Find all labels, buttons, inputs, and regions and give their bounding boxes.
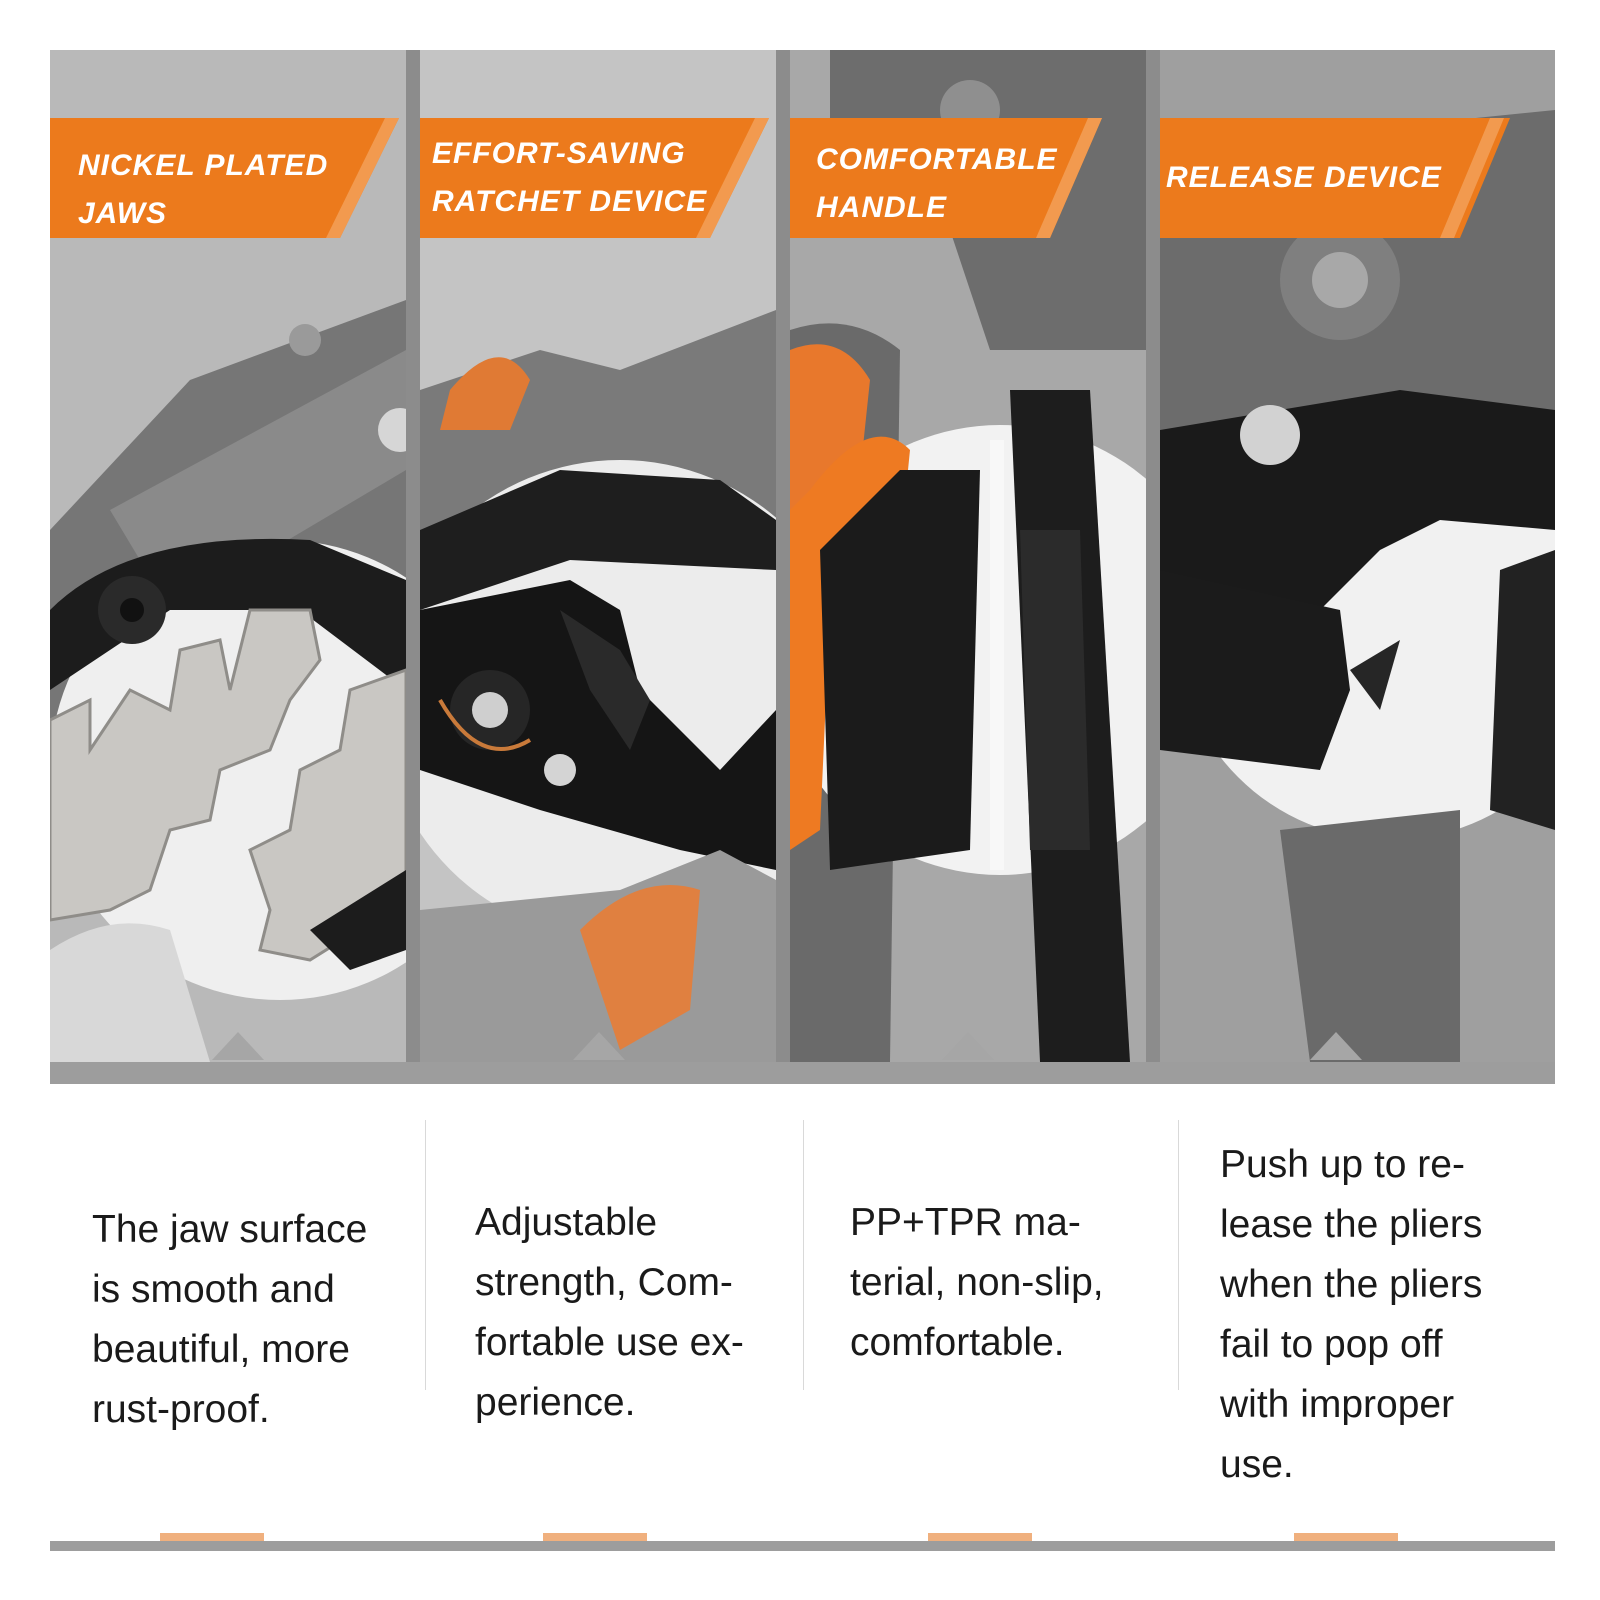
description-line: beautiful, more	[92, 1328, 350, 1371]
description-line: Adjustable	[475, 1201, 658, 1244]
panel-divider	[1146, 50, 1160, 1062]
description-line: with improper	[1220, 1383, 1455, 1426]
description-line: is smooth and	[92, 1268, 335, 1311]
description-line: The jaw surface	[92, 1208, 368, 1251]
banner-line: NICKEL PLATED	[78, 149, 329, 182]
feature-panel-ratchet: EFFORT-SAVING RATCHET DEVICE	[420, 50, 776, 1062]
description-line: comfortable.	[850, 1321, 1065, 1364]
panel-pointer	[942, 1032, 994, 1060]
panel-pointer	[1310, 1032, 1362, 1060]
banner-line: COMFORTABLE	[816, 143, 1058, 176]
feature-description-handle: PP+TPR ma- terial, non-slip, comfortable…	[850, 1193, 1104, 1373]
top-separator-bar	[50, 1062, 1555, 1084]
banner-text: RELEASE DEVICE	[1166, 154, 1442, 202]
banner-line: JAWS	[78, 197, 168, 230]
panel-divider	[776, 50, 790, 1062]
feature-panel-jaws: NICKEL PLATED JAWS	[50, 50, 406, 1062]
description-line: use.	[1220, 1443, 1294, 1486]
feature-description-release: Push up to re- lease the pliers when the…	[1220, 1135, 1482, 1495]
banner-shape	[50, 118, 399, 238]
banner-line: RELEASE DEVICE	[1166, 161, 1442, 194]
description-line: terial, non-slip,	[850, 1261, 1104, 1304]
accent-tab	[928, 1533, 1032, 1541]
description-line: Push up to re-	[1220, 1143, 1465, 1186]
banner-text: NICKEL PLATED JAWS	[78, 142, 328, 238]
feature-panel-release: RELEASE DEVICE	[1160, 50, 1555, 1062]
panel-divider	[406, 50, 420, 1062]
feature-description-jaws: The jaw surface is smooth and beautiful,…	[92, 1200, 367, 1440]
accent-tab	[160, 1533, 264, 1541]
description-line: perience.	[475, 1381, 636, 1424]
banner-text: EFFORT-SAVING RATCHET DEVICE	[432, 130, 707, 226]
banner-shape	[790, 118, 1102, 238]
bottom-separator-bar	[50, 1541, 1555, 1551]
banner-text: COMFORTABLE HANDLE	[816, 136, 1058, 232]
banner-shape	[1160, 118, 1510, 238]
panel-pointer	[573, 1032, 625, 1060]
banner-shape	[420, 118, 769, 238]
description-line: strength, Com-	[475, 1261, 733, 1304]
feature-banner: NICKEL PLATED JAWS	[50, 118, 406, 238]
feature-panel-handle: COMFORTABLE HANDLE	[790, 50, 1146, 1062]
banner-line: RATCHET DEVICE	[432, 185, 708, 218]
panel-pointer	[212, 1032, 264, 1060]
description-line: fortable use ex-	[475, 1321, 744, 1364]
banner-line: HANDLE	[816, 191, 947, 224]
accent-tab	[1294, 1533, 1398, 1541]
description-line: fail to pop off	[1220, 1323, 1443, 1366]
accent-tab	[543, 1533, 647, 1541]
feature-banner: EFFORT-SAVING RATCHET DEVICE	[420, 118, 776, 238]
description-line: when the pliers	[1220, 1263, 1483, 1306]
feature-banner: COMFORTABLE HANDLE	[790, 118, 1146, 238]
banner-line: EFFORT-SAVING	[432, 137, 686, 170]
description-line: rust-proof.	[92, 1388, 270, 1431]
column-divider	[1178, 1120, 1179, 1390]
description-line: PP+TPR ma-	[850, 1201, 1081, 1244]
feature-description-ratchet: Adjustable strength, Com- fortable use e…	[475, 1193, 744, 1433]
column-divider	[803, 1120, 804, 1390]
description-line: lease the pliers	[1220, 1203, 1483, 1246]
feature-banner: RELEASE DEVICE	[1160, 118, 1555, 238]
column-divider	[425, 1120, 426, 1390]
